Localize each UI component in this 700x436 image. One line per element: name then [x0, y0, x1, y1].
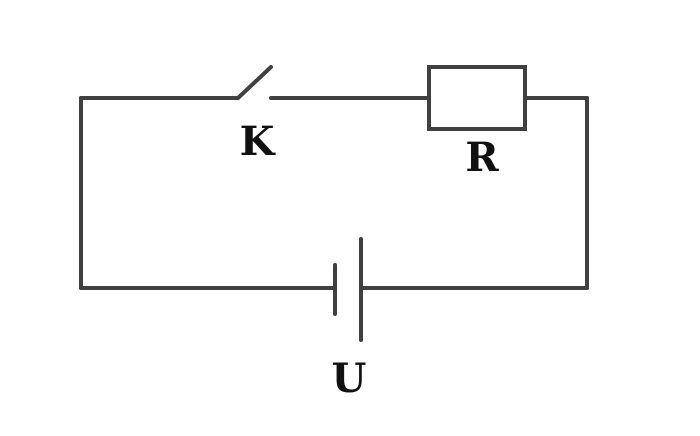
- switch-blade: [236, 65, 273, 100]
- switch-label: K: [240, 118, 276, 165]
- resistor-label: R: [465, 134, 499, 181]
- battery-label: U: [332, 355, 367, 402]
- resistor: [427, 65, 527, 131]
